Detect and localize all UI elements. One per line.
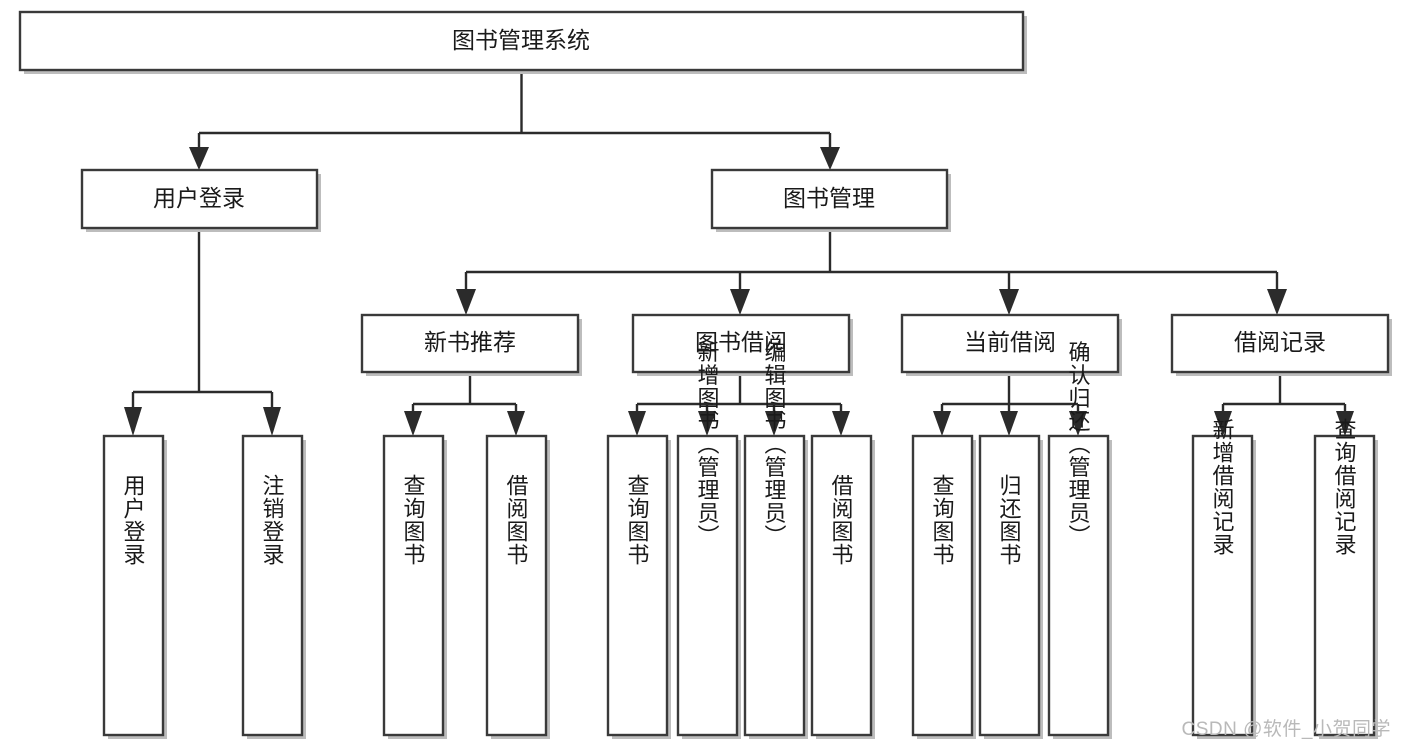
node-label: 借阅图书 [829,474,854,566]
node-label: 新增图书（管理员） [695,341,720,548]
node-label: 查询图书 [930,474,955,566]
arrow-user-login-leaf-1 [124,407,142,436]
node-box [102,434,165,737]
node-label: 用户登录 [153,185,245,211]
node-leaf-add-book[interactable]: 新增图书（管理员） [676,341,741,740]
node-box [18,10,1025,72]
csdn-watermark: CSDN @软件_小贺同学 [1181,719,1391,740]
node-box [1191,434,1254,737]
arrow-bm-to-new-book [456,289,476,315]
arrow-root-to-user-login [189,147,209,170]
node-box [360,313,580,374]
node-label: 归还图书 [997,474,1022,566]
arrow-bm-to-book-borrow [730,289,750,315]
node-label: 图书借阅 [695,329,787,355]
node-leaf-query-book-3[interactable]: 查询图书 [911,434,976,739]
arrow-borrow-record-leaf-1 [1214,411,1232,436]
node-user-login[interactable]: 用户登录 [80,168,321,232]
arrow-book-borrow-leaf-2 [698,411,716,436]
arrow-bm-to-borrow-record [1267,289,1287,315]
node-label: 注销登录 [260,474,285,566]
node-leaf-borrow-book-1[interactable]: 借阅图书 [485,434,550,739]
node-leaf-query-book-2[interactable]: 查询图书 [606,434,671,739]
node-label: 借阅图书 [504,474,529,566]
node-box [631,313,851,374]
arrow-book-borrow-leaf-1 [628,411,646,436]
arrow-book-borrow-leaf-3 [765,411,783,436]
arrow-current-borrow-leaf-3 [1069,411,1087,436]
node-label: 确认归还（管理员） [1066,341,1091,548]
node-label: 查询借阅记录 [1332,418,1357,556]
node-leaf-return-book[interactable]: 归还图书 [978,434,1043,739]
node-label: 查询图书 [625,474,650,566]
node-leaf-confirm-return[interactable]: 确认归还（管理员） [1047,341,1112,740]
node-leaf-query-book-1[interactable]: 查询图书 [382,434,447,739]
node-box [606,434,669,737]
node-box [80,168,319,230]
node-leaf-add-record[interactable]: 新增借阅记录 [1191,418,1256,739]
node-box [485,434,548,737]
edges-layer [124,70,1354,436]
node-box [1313,434,1376,737]
node-leaf-user-login[interactable]: 用户登录 [102,434,167,739]
arrow-bm-to-current-borrow [999,289,1019,315]
node-label: 新书推荐 [424,329,516,355]
node-box [810,434,873,737]
node-box [911,434,974,737]
node-label: 图书管理 [783,185,875,211]
node-borrow-record[interactable]: 借阅记录 [1170,313,1392,376]
node-label: 当前借阅 [964,329,1056,355]
node-label: 用户登录 [121,474,146,566]
node-box [900,313,1120,374]
node-book-borrow[interactable]: 图书借阅 [631,313,853,376]
arrow-current-borrow-leaf-2 [1000,411,1018,436]
node-label: 图书管理系统 [452,27,590,53]
node-leaf-borrow-book-2[interactable]: 借阅图书 [810,434,875,739]
node-label: 借阅记录 [1234,329,1326,355]
node-book-management[interactable]: 图书管理 [710,168,951,232]
node-box [1170,313,1390,374]
arrow-root-to-book-management [820,147,840,170]
arrow-new-book-leaf-2 [507,411,525,436]
arrow-new-book-leaf-1 [404,411,422,436]
node-leaf-edit-book[interactable]: 编辑图书（管理员） [743,341,808,740]
node-current-borrow[interactable]: 当前借阅 [900,313,1122,376]
node-box [978,434,1041,737]
arrow-book-borrow-leaf-4 [832,411,850,436]
node-box [382,434,445,737]
node-leaf-query-record[interactable]: 查询借阅记录 [1313,418,1378,739]
node-leaf-logout-login[interactable]: 注销登录 [241,434,306,739]
node-label: 新增借阅记录 [1210,418,1235,556]
node-box [710,168,949,230]
arrow-current-borrow-leaf-1 [933,411,951,436]
arrow-user-login-leaf-2 [263,407,281,436]
node-box [241,434,304,737]
node-label: 查询图书 [401,474,426,566]
node-book-management-system[interactable]: 图书管理系统 [18,10,1027,74]
node-box [676,434,739,737]
node-box [743,434,806,737]
node-box [1047,434,1110,737]
arrow-borrow-record-leaf-2 [1336,411,1354,436]
node-new-book-recommend[interactable]: 新书推荐 [360,313,582,376]
node-label: 编辑图书（管理员） [762,341,787,548]
